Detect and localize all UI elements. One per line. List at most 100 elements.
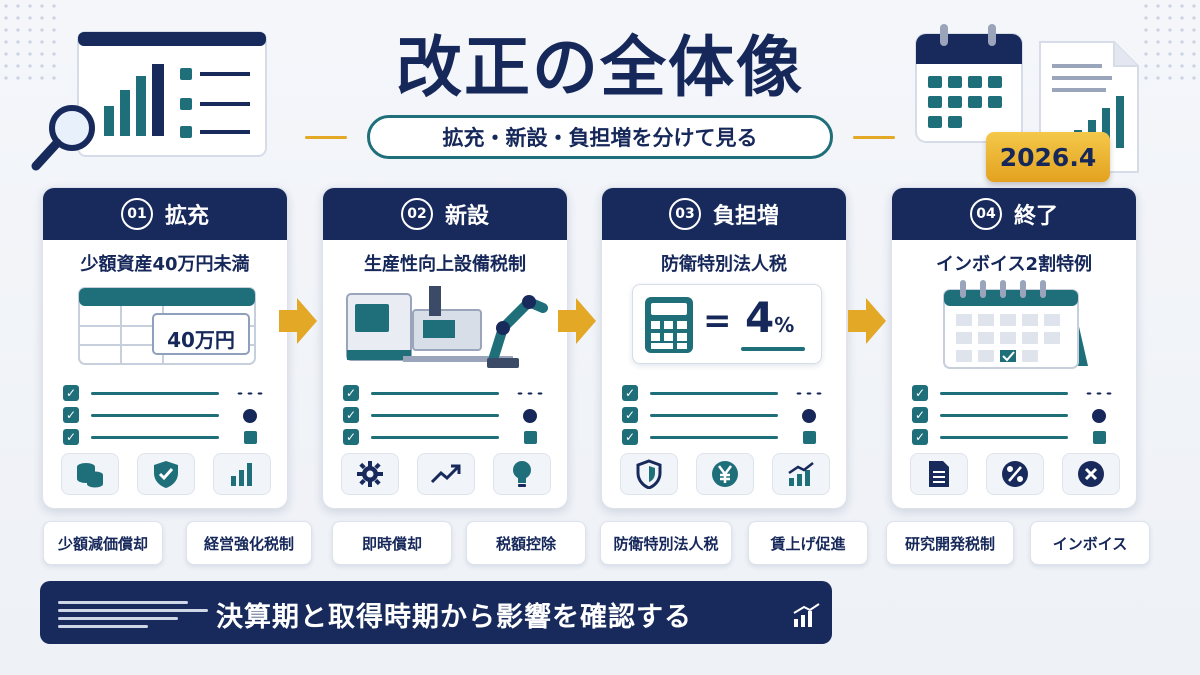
page-title: 改正の全体像 <box>396 29 804 106</box>
action-banner: 決算期と取得時期から影響を確認する <box>40 581 832 644</box>
card-number: 04 <box>969 198 1002 230</box>
subtitle-line-left <box>305 136 347 139</box>
checklist-row: ✓ <box>912 383 1118 405</box>
card-category: 新設 <box>444 204 489 229</box>
arrow-right-icon <box>556 296 598 350</box>
card-item: 生産性向上設備税制 <box>364 254 526 275</box>
dots-icon <box>515 391 543 396</box>
calculator-icon <box>643 295 695 355</box>
card-category: 拡充 <box>164 204 209 229</box>
card-new: 02 新設 生産性向上設備税制 ✓ ✓ ✓ <box>322 187 568 509</box>
circle-icon <box>523 409 537 423</box>
card-expansion: 01 拡充 少額資産40万円未満 40万円 ✓ ✓ ✓ <box>42 187 288 509</box>
checkbox-icon: ✓ <box>63 407 79 423</box>
checklist-row: ✓ <box>622 427 828 449</box>
rate-unit: % <box>774 313 795 337</box>
checkbox-icon: ✓ <box>912 407 928 423</box>
growth-chart-icon <box>792 603 822 633</box>
calendar-illustration <box>912 20 1028 148</box>
rate-number: 4 <box>745 293 775 342</box>
spreadsheet-illustration: 40万円 <box>77 286 257 366</box>
growth-chart-icon <box>772 453 830 495</box>
checkbox-icon: ✓ <box>63 385 79 401</box>
shield-check-icon <box>137 453 195 495</box>
icon-row <box>910 453 1120 495</box>
card-item: 少額資産40万円未満 <box>80 254 250 275</box>
square-icon <box>1093 431 1106 444</box>
checkbox-icon: ✓ <box>63 429 79 445</box>
speed-line <box>58 601 188 604</box>
close-icon <box>1062 453 1120 495</box>
checklist: ✓ ✓ ✓ <box>63 383 269 449</box>
checkbox-icon: ✓ <box>912 385 928 401</box>
lightbulb-icon <box>493 453 551 495</box>
magnifier-icon <box>30 100 100 172</box>
checklist-row: ✓ <box>343 427 549 449</box>
threshold-value: 40万円 <box>167 328 235 352</box>
card-header: 04 終了 <box>892 188 1136 240</box>
card-header: 03 負担増 <box>602 188 846 240</box>
checklist-row: ✓ <box>622 383 828 405</box>
chip-wage-increase: 賃上げ促進 <box>748 521 868 565</box>
checklist-row: ✓ <box>622 405 828 427</box>
checklist-row: ✓ <box>63 405 269 427</box>
checkbox-icon: ✓ <box>343 407 359 423</box>
subtitle-pill: 拡充・新設・負担増を分けて見る <box>367 115 833 159</box>
card-header: 02 新設 <box>323 188 567 240</box>
circle-icon <box>1092 409 1106 423</box>
checklist: ✓ ✓ ✓ <box>622 383 828 449</box>
chip-management-reinforcement: 経営強化税制 <box>186 521 312 565</box>
card-burden-increase: 03 負担増 防衛特別法人税 = 4% ✓ ✓ ✓ <box>601 187 847 509</box>
chip-immediate-depreciation: 即時償却 <box>332 521 452 565</box>
shield-icon <box>620 453 678 495</box>
dots-icon <box>1084 391 1112 396</box>
checklist: ✓ ✓ ✓ <box>912 383 1118 449</box>
rate-value: 4% <box>745 293 794 342</box>
document-icon <box>910 453 968 495</box>
bar-chart-icon <box>213 453 271 495</box>
tax-rate-panel: = 4% <box>632 284 822 364</box>
dot-pattern-right <box>1140 0 1200 80</box>
chip-defense-tax: 防衛特別法人税 <box>600 521 732 565</box>
dot-pattern-left <box>0 0 60 80</box>
card-header: 01 拡充 <box>43 188 287 240</box>
card-number: 03 <box>668 198 701 230</box>
square-icon <box>803 431 816 444</box>
yen-icon <box>696 453 754 495</box>
dots-icon <box>794 391 822 396</box>
subtitle-area: 拡充・新設・負担増を分けて見る <box>305 115 895 159</box>
card-number: 01 <box>120 198 153 230</box>
card-ended: 04 終了 インボイス2割特例 ✓ ✓ ✓ <box>891 187 1137 509</box>
checkbox-icon: ✓ <box>343 429 359 445</box>
banner-text: 決算期と取得時期から影響を確認する <box>216 602 692 633</box>
card-item: 防衛特別法人税 <box>661 254 787 275</box>
chip-small-depreciation: 少額減価償却 <box>43 521 163 565</box>
coins-icon <box>61 453 119 495</box>
circle-icon <box>243 409 257 423</box>
checklist-row: ✓ <box>63 383 269 405</box>
icon-row <box>620 453 830 495</box>
checklist-row: ✓ <box>343 383 549 405</box>
card-number: 02 <box>400 198 433 230</box>
arrow-right-icon <box>846 296 888 350</box>
checkbox-icon: ✓ <box>912 429 928 445</box>
chip-tax-credit: 税額控除 <box>466 521 586 565</box>
speed-line <box>58 609 208 612</box>
speed-line <box>58 617 178 620</box>
equals-sign: = <box>703 301 732 341</box>
circle-icon <box>802 409 816 423</box>
percent-icon <box>986 453 1044 495</box>
subtitle-line-right <box>853 136 895 139</box>
arrow-right-icon <box>277 296 319 350</box>
gear-icon <box>341 453 399 495</box>
checkbox-icon: ✓ <box>622 407 638 423</box>
chip-rd-tax: 研究開発税制 <box>886 521 1014 565</box>
effective-date-badge: 2026.4 <box>986 132 1110 182</box>
icon-row <box>61 453 271 495</box>
trend-up-icon <box>417 453 475 495</box>
checklist-row: ✓ <box>343 405 549 427</box>
desk-calendar-illustration <box>938 276 1098 372</box>
square-icon <box>244 431 257 444</box>
card-category: 負担増 <box>712 204 779 229</box>
checkbox-icon: ✓ <box>622 385 638 401</box>
